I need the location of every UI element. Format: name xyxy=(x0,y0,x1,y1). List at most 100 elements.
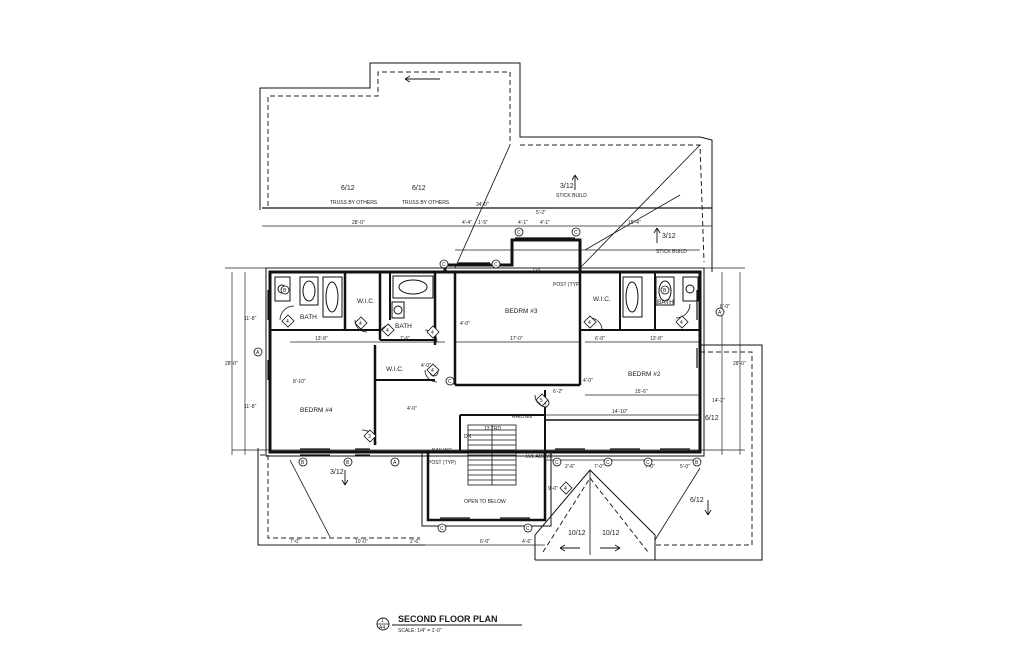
door-tag-number: 4 xyxy=(286,319,289,325)
dimension-label: 11'-8" xyxy=(244,404,257,410)
pitch-label: 10/12 xyxy=(602,530,620,537)
pitch-label: 3/12 xyxy=(560,183,574,190)
plan-notes: RAILING RAILING POST (TYP) POST (TYP) OP… xyxy=(428,268,581,505)
roof-outline xyxy=(257,62,763,561)
window-tag xyxy=(715,307,725,317)
dimension-label: 7'-6" xyxy=(400,336,410,342)
door-tag xyxy=(281,314,295,328)
door-tag-number: 4 xyxy=(588,320,591,326)
truss-note: TRUSS BY OTHERS xyxy=(330,200,378,206)
door-tag-number: 4 xyxy=(431,368,434,374)
window-tag-letter: A xyxy=(543,401,547,407)
stick-build-note: STICK BUILD xyxy=(556,193,587,199)
dimension-label: 15'-4" xyxy=(628,220,641,226)
window-tag xyxy=(280,285,290,295)
window-tag xyxy=(439,259,449,269)
window-tag-letter: C xyxy=(555,460,559,466)
door-tag-number: 4 xyxy=(386,328,389,334)
post-note: POST (TYP) xyxy=(553,282,581,288)
stair-tread-label: 13 TRD xyxy=(484,426,502,432)
dimension-label: 14'-10" xyxy=(612,409,628,415)
dimension-label: 7'-0" xyxy=(594,464,604,470)
door-tag xyxy=(354,316,368,330)
door-tag-numbers: 4 4 4 4 4 4 4 4 3 5 xyxy=(286,319,683,492)
dimension-label: 7'-0" xyxy=(290,539,300,545)
pitch-label: 6/12 xyxy=(705,415,719,422)
pitch-labels: 6/12 6/12 3/12 3/12 3/12 6/12 10/12 10/1… xyxy=(330,183,719,537)
window-tag-letter: C xyxy=(517,230,521,236)
window-tag-letter: A xyxy=(256,350,260,356)
window-tag xyxy=(343,457,353,467)
dimension-label: 4'-0" xyxy=(583,378,593,384)
window-tag xyxy=(692,457,702,467)
dimension-label: 28'-0" xyxy=(733,361,746,367)
window-tag-letter: C xyxy=(646,460,650,466)
room-label-wic: W.I.C. xyxy=(593,296,611,303)
dimension-label: 9'-0" xyxy=(548,486,558,492)
window-tag-letter: B xyxy=(283,288,287,294)
dimension-label: 5'-0" xyxy=(680,464,690,470)
roof-notes: TRUSS BY OTHERS TRUSS BY OTHERS STICK BU… xyxy=(330,193,687,255)
door-tag xyxy=(583,315,597,329)
dimension-label: 8'-0" xyxy=(720,304,730,310)
window-tag xyxy=(523,523,533,533)
room-label-bath: BATH xyxy=(300,314,317,321)
dimension-label: 8'-10" xyxy=(293,379,306,385)
stick-build-note: STICK BUILD xyxy=(656,249,687,255)
window-tag-letter: A xyxy=(718,310,722,316)
room-label-bedroom3: BEDRM #3 xyxy=(505,308,538,315)
window-tag xyxy=(437,523,447,533)
dimension-label: 4'-1" xyxy=(540,220,550,226)
open-to-below-note: OPEN TO BELOW xyxy=(464,499,506,505)
truss-note: TRUSS BY OTHERS xyxy=(402,200,450,206)
window-tag xyxy=(603,457,613,467)
window-tag-letter: C xyxy=(448,379,452,385)
dimension-label: 34'-0" xyxy=(476,202,489,208)
door-tag-number: 4 xyxy=(359,321,362,327)
drawing-title-block: 1 A4 SECOND FLOOR PLAN SCALE: 1/4" = 1'-… xyxy=(376,614,522,634)
dimension-label: 6'-2" xyxy=(553,389,563,395)
drawing-title: SECOND FLOOR PLAN xyxy=(398,614,498,624)
dimension-label: 4'-4" xyxy=(462,220,472,226)
title-marker-number: 1 xyxy=(381,618,384,624)
window-tag-letter: A xyxy=(393,460,397,466)
interior-walls xyxy=(270,272,700,452)
pitch-label: 10/12 xyxy=(568,530,586,537)
door-tag-number: 5 xyxy=(540,398,543,404)
post-note: POST (TYP) xyxy=(428,460,456,466)
railing-note: RAILING xyxy=(512,414,532,420)
dimension-label: 1'-5" xyxy=(478,220,488,226)
door-tag xyxy=(559,481,573,495)
door-tag xyxy=(381,323,395,337)
dimension-labels: 28'-0" 4'-4" 1'-5" 34'-0" 4'-1" 4'-1" 5'… xyxy=(225,202,746,545)
door-tag-number: 4 xyxy=(680,320,683,326)
drawing-scale: SCALE: 1/4" = 1'-0" xyxy=(398,628,442,634)
title-marker-sheet: A4 xyxy=(379,625,385,631)
room-label-bath: BATH xyxy=(657,299,674,306)
door-tag xyxy=(535,393,549,407)
window-tag xyxy=(298,457,308,467)
window-tag-letter: B xyxy=(301,460,305,466)
dimension-label: 2'-6" xyxy=(410,539,420,545)
dimension-label: 5'-2" xyxy=(536,210,546,216)
room-label-wic: W.I.C. xyxy=(386,366,404,373)
dimension-label: 28'-0" xyxy=(352,220,365,226)
door-tag xyxy=(426,363,440,377)
dimension-label: 11'-8" xyxy=(244,316,257,322)
pitch-label: 6/12 xyxy=(412,185,426,192)
window-tag-letter: C xyxy=(526,526,530,532)
dimension-label: 28'-0" xyxy=(225,361,238,367)
window-tag-letter: B xyxy=(346,460,350,466)
dimension-label: 13'-8" xyxy=(650,336,663,342)
dimension-label: 17'-0" xyxy=(510,336,523,342)
window-tag-letter: B xyxy=(695,460,699,466)
dimension-label: 7'-0" xyxy=(645,464,655,470)
dimension-label: 10'-0" xyxy=(355,539,368,545)
window-tag xyxy=(552,457,562,467)
window-tags xyxy=(253,227,725,533)
pitch-label: 3/12 xyxy=(330,469,344,476)
window-tag-letter: C xyxy=(494,262,498,268)
dimension-label: 4'-1" xyxy=(518,220,528,226)
dimension-label: 13'-8" xyxy=(315,336,328,342)
